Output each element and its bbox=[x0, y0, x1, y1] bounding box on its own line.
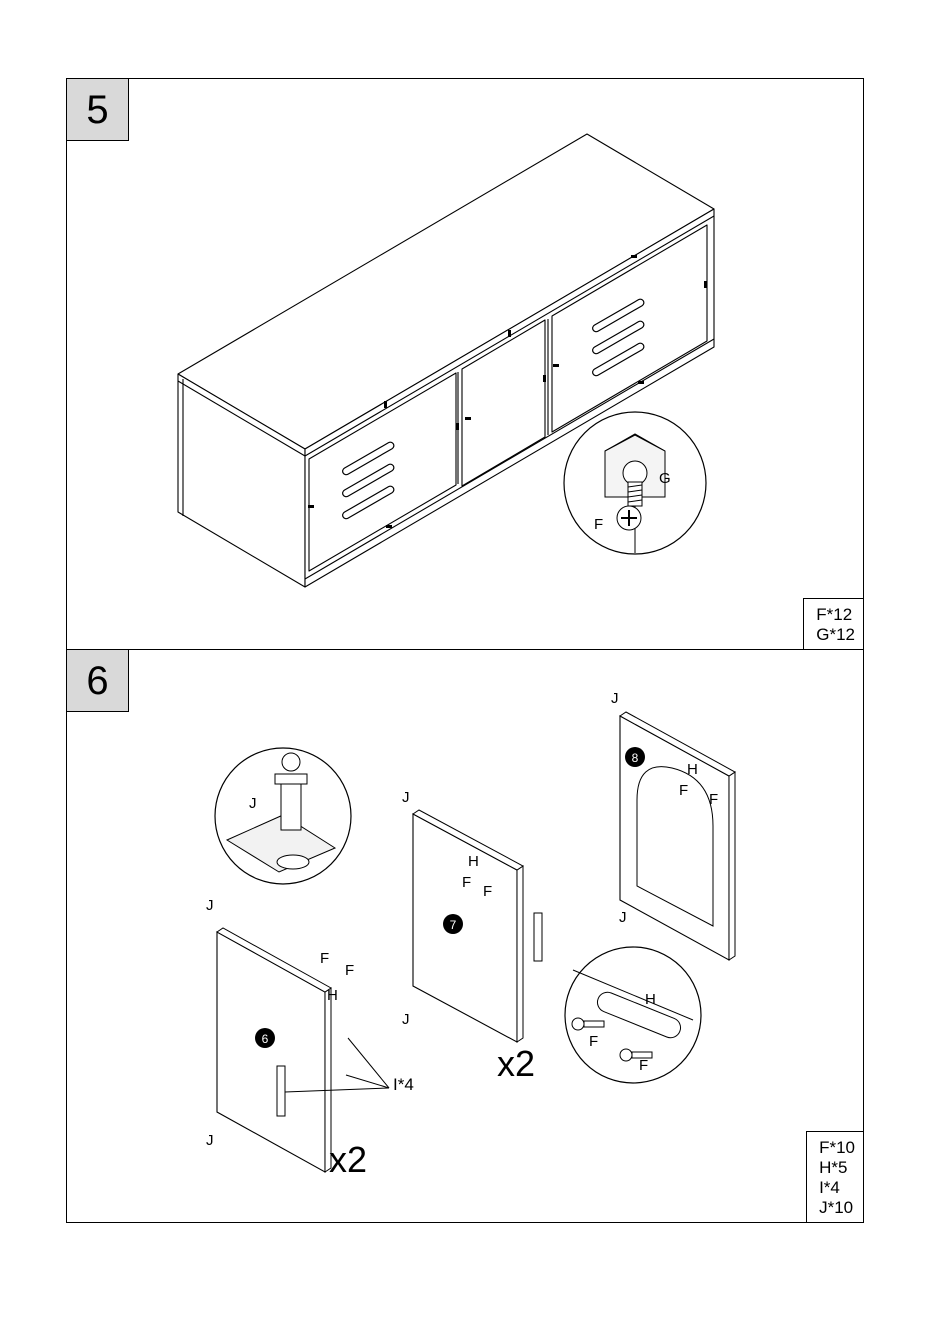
label-j: J bbox=[249, 795, 257, 812]
svg-text:F: F bbox=[589, 1033, 598, 1050]
label-g: G bbox=[659, 470, 671, 487]
svg-text:7: 7 bbox=[450, 918, 457, 932]
detail-magnifier: G F bbox=[564, 412, 706, 554]
quantity-x2: x2 bbox=[329, 1139, 367, 1180]
step-6-illustration: J 6 J J F F H I*4 x2 7 bbox=[67, 650, 865, 1224]
svg-text:8: 8 bbox=[632, 751, 639, 765]
label-i4: I*4 bbox=[393, 1075, 414, 1094]
part-item: F*12 bbox=[816, 605, 855, 625]
part-item: H*5 bbox=[819, 1158, 855, 1178]
svg-text:F: F bbox=[462, 874, 471, 891]
part-item: G*12 bbox=[816, 625, 855, 645]
parts-list: F*12 G*12 bbox=[803, 598, 863, 649]
svg-text:J: J bbox=[402, 1011, 410, 1028]
svg-text:F: F bbox=[709, 791, 718, 808]
svg-text:H: H bbox=[687, 761, 698, 778]
dowel-magnifier: J bbox=[215, 748, 351, 884]
svg-text:H: H bbox=[327, 987, 338, 1004]
step-6-panel: 6 J 6 J J F F H I*4 x2 bbox=[66, 649, 864, 1223]
svg-text:F: F bbox=[679, 782, 688, 799]
svg-text:H: H bbox=[645, 991, 656, 1008]
label-f: F bbox=[594, 516, 603, 533]
svg-text:J: J bbox=[206, 897, 214, 914]
panel-8-group: 8 J J H F F bbox=[611, 690, 735, 960]
svg-text:F: F bbox=[320, 950, 329, 967]
svg-text:F: F bbox=[483, 883, 492, 900]
svg-text:F: F bbox=[639, 1057, 648, 1074]
svg-text:6: 6 bbox=[262, 1032, 269, 1046]
parts-list: F*10 H*5 I*4 J*10 bbox=[806, 1131, 863, 1222]
part-item: F*10 bbox=[819, 1138, 855, 1158]
panel-7-group: 7 J J H F F x2 bbox=[402, 789, 542, 1084]
part-item: J*10 bbox=[819, 1198, 855, 1218]
hinge-plate-magnifier: H F F bbox=[565, 947, 701, 1083]
step-5-illustration: G F bbox=[67, 79, 865, 651]
step-5-panel: 5 bbox=[66, 78, 864, 650]
svg-text:J: J bbox=[619, 909, 627, 926]
part-item: I*4 bbox=[819, 1178, 855, 1198]
svg-text:J: J bbox=[611, 690, 619, 707]
svg-text:J: J bbox=[402, 789, 410, 806]
svg-text:J: J bbox=[206, 1132, 214, 1149]
quantity-x2: x2 bbox=[497, 1043, 535, 1084]
panel-6-group: 6 J J F F H I*4 x2 bbox=[206, 897, 414, 1180]
svg-text:H: H bbox=[468, 853, 479, 870]
dowel-icon bbox=[281, 780, 301, 830]
svg-text:F: F bbox=[345, 962, 354, 979]
cam-lock-icon bbox=[623, 461, 647, 485]
